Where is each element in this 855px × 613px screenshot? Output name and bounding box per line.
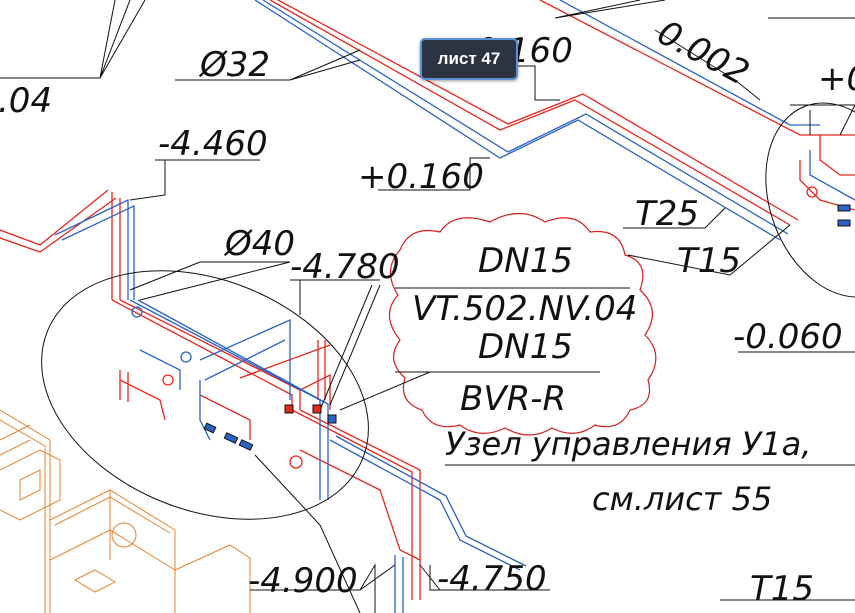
label-valve-dn15-1: DN15 (478, 241, 573, 281)
label-level-minus-4750: -4.750 (437, 559, 547, 599)
label-diameter-40: Ø40 (223, 224, 295, 264)
label-pipe-t15-mid: T15 (677, 241, 741, 281)
label-level-minus-4780: -4.780 (290, 247, 400, 287)
valve-symbols (203, 204, 851, 451)
label-valve-dn15-2: DN15 (478, 327, 573, 367)
label-level-minus-0060: -0.060 (733, 317, 843, 357)
revision-cloud (388, 212, 657, 436)
label-valve-model-1: VT.502.NV.04 (412, 289, 637, 329)
label-valve-model-2: BVR-R (460, 379, 566, 419)
label-node-title: Узел управления У1а, (445, 425, 811, 463)
label-level-minus-4460: -4.460 (158, 124, 268, 164)
label-pipe-t25: T25 (635, 194, 699, 234)
label-level-plus-0160-mid: +0.160 (358, 157, 484, 197)
label-dim-04: .04 (0, 81, 52, 121)
label-slope-0002: 0.002 (651, 13, 756, 94)
detail-callout-ellipses (41, 102, 855, 520)
equipment-block (0, 409, 251, 613)
label-level-top-right: +0 (818, 59, 855, 99)
sheet-tooltip: лист 47 (420, 38, 518, 80)
label-pipe-t15-bottom: T15 (750, 569, 814, 609)
label-diameter-32: Ø32 (198, 45, 270, 85)
label-level-minus-4900: -4.900 (248, 561, 358, 601)
sheet-tooltip-label: лист 47 (437, 49, 501, 68)
label-node-ref: см.лист 55 (592, 480, 772, 518)
